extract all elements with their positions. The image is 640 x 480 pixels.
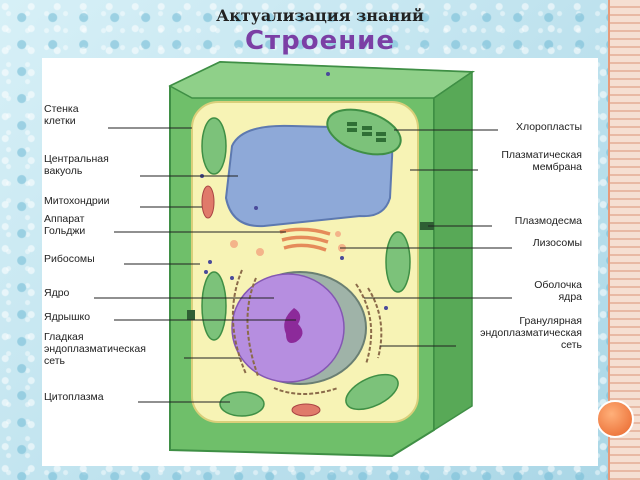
leader-lines — [94, 127, 512, 403]
orange-circle-button[interactable] — [596, 400, 634, 438]
chloroplast — [219, 391, 265, 417]
label-chloro: Хлоропласты — [516, 121, 582, 133]
label-mito: Митохондрии — [44, 195, 110, 207]
label-nucleolus: Ядрышко — [44, 311, 90, 323]
slide-subtitle: Строение — [244, 26, 396, 56]
chloroplast — [201, 271, 227, 341]
label-plasmodesma: Плазмодесма — [515, 215, 582, 227]
mitochondrion — [291, 403, 321, 417]
slide-title: Актуализация знаний — [216, 6, 424, 25]
mitochondrion — [201, 185, 215, 219]
cell-wall-top — [168, 61, 475, 99]
label-lyso: Лизосомы — [533, 237, 582, 249]
chloroplast — [201, 117, 227, 175]
central-vacuole — [224, 124, 394, 228]
cell-wall-side — [433, 70, 473, 432]
plasmodesma — [187, 310, 195, 320]
lysosomes — [230, 231, 346, 256]
label-nucleus: Ядро — [44, 287, 70, 299]
label-cyto: Цитоплазма — [44, 391, 104, 403]
chloroplast — [345, 373, 399, 411]
plasmodesma — [420, 222, 434, 230]
chloroplast-grana — [347, 122, 386, 142]
chloroplast — [385, 231, 411, 293]
nucleolus — [284, 308, 303, 343]
golgi-apparatus — [279, 227, 331, 252]
label-ribo: Рибосомы — [44, 253, 95, 265]
